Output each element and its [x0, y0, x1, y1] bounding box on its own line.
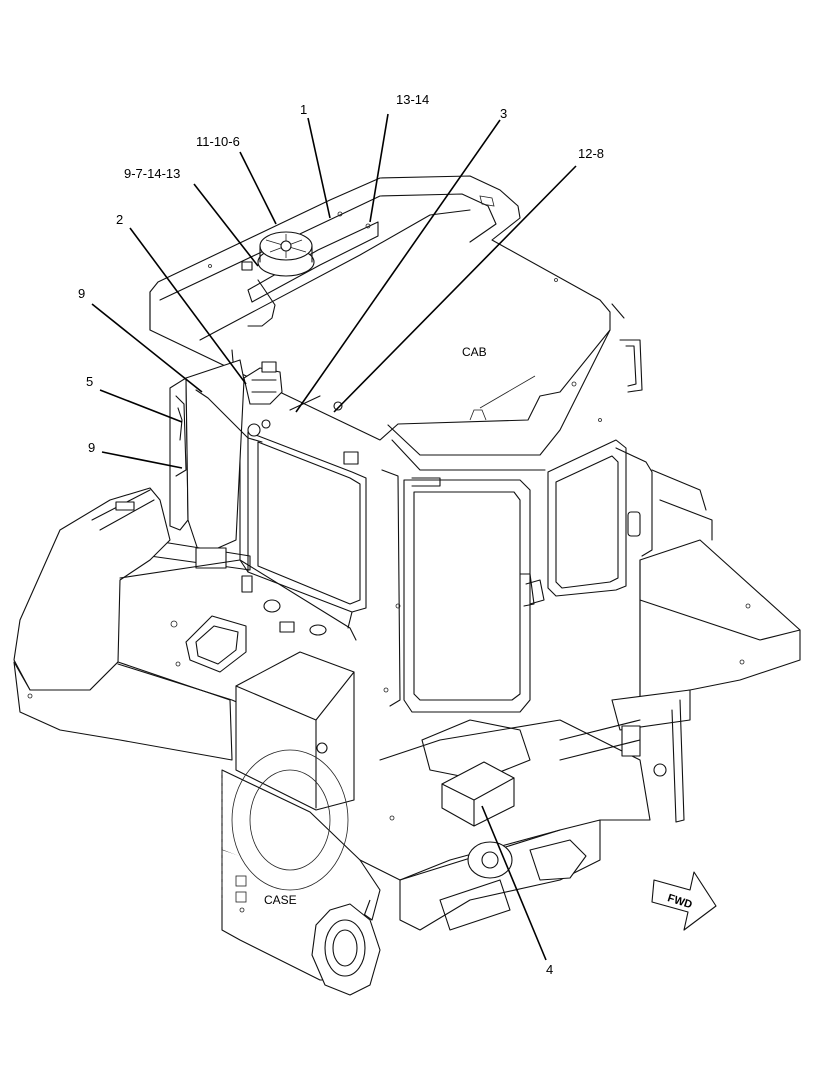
case-frame	[221, 719, 651, 996]
leader-lines	[91, 113, 577, 961]
roof-beacon	[241, 211, 379, 327]
callout-2: 2	[116, 212, 123, 227]
rear-window	[547, 439, 653, 597]
callout-3: 3	[500, 106, 507, 121]
callout-9-7-14-13: 9-7-14-13	[124, 166, 180, 181]
console-box	[170, 575, 355, 811]
callout-12-8: 12-8	[578, 146, 604, 161]
callout-1: 1	[300, 102, 307, 117]
callout-9-lower: 9	[88, 440, 95, 455]
case-label: CASE	[264, 893, 297, 907]
callout-13-14: 13-14	[396, 92, 429, 107]
callout-4: 4	[546, 962, 553, 977]
callout-11-10-6: 11-10-6	[196, 134, 240, 149]
callout-5: 5	[86, 374, 93, 389]
left-post	[149, 359, 283, 571]
right-platform	[559, 469, 801, 823]
callout-9-upper: 9	[78, 286, 85, 301]
callouts: 1 13-14 3 11-10-6 12-8 9-7-14-13 2 9 5 9…	[78, 92, 604, 977]
fwd-arrow: FWD	[651, 871, 717, 931]
cab-label: CAB	[462, 345, 487, 359]
cab-door	[383, 477, 545, 713]
side-handle	[611, 303, 643, 393]
control-box	[441, 761, 515, 827]
